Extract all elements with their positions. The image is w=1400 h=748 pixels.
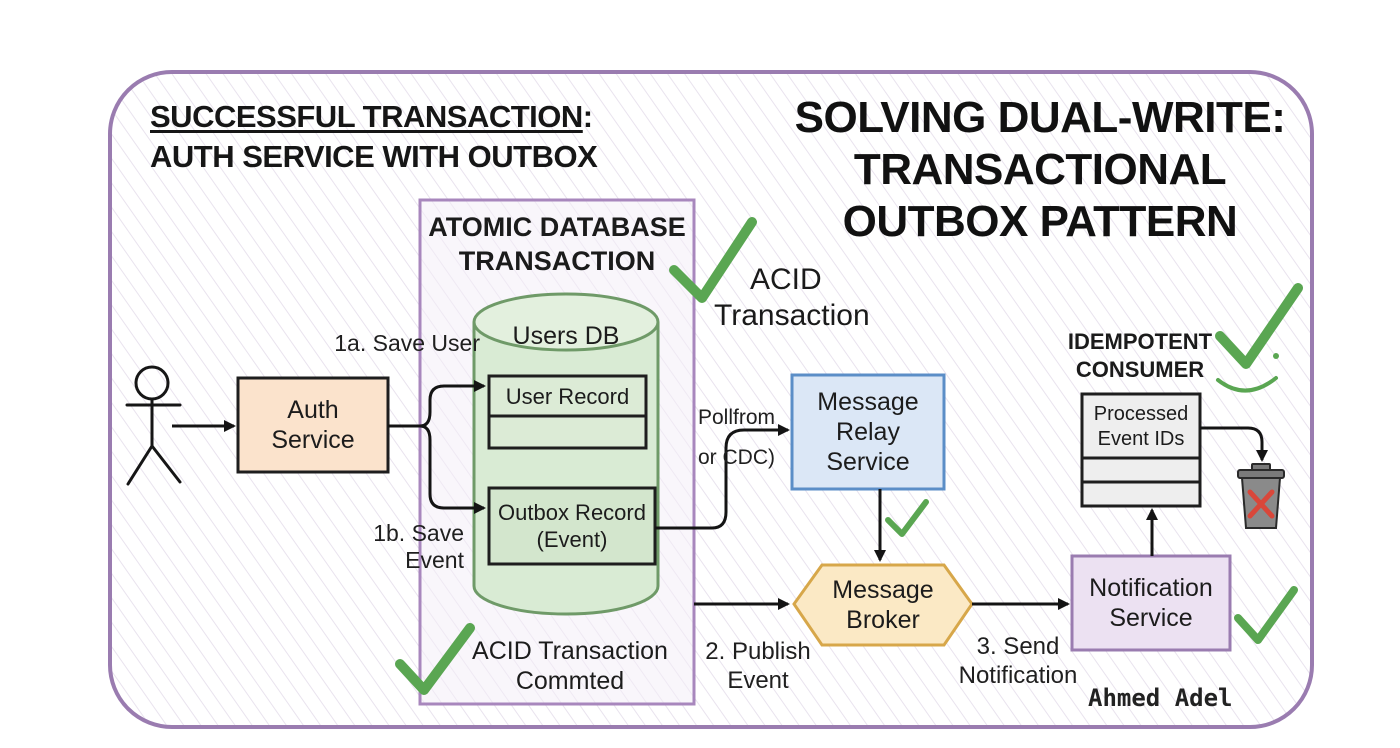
- atomic-transaction-label: ATOMIC DATABASE TRANSACTION: [420, 210, 694, 278]
- outer-frame: [108, 70, 1314, 729]
- check-icon: [395, 623, 475, 695]
- user-record-label: User Record: [505, 384, 630, 409]
- step-3-label: 3. Send Notification: [950, 632, 1086, 690]
- left-title-underlined: SUCCESSFUL TRANSACTION: [150, 99, 583, 134]
- step-1b-line1: 1b. Save: [373, 520, 464, 546]
- left-title-colon: :: [582, 99, 593, 134]
- right-title-line3: OUTBOX PATTERN: [842, 197, 1238, 246]
- left-title: SUCCESSFUL TRANSACTION: AUTH SERVICE WIT…: [150, 97, 630, 177]
- user-stick-figure-icon: [125, 365, 182, 486]
- check-icon: [1215, 283, 1303, 369]
- arrow-processed-to-trash: [1200, 426, 1268, 462]
- broker-line1: Message: [832, 576, 934, 604]
- committed-note: ACID Transaction Commted: [450, 636, 690, 696]
- processed-event-ids-table: [1080, 392, 1202, 508]
- acid-note-line1: ACID: [750, 263, 822, 296]
- acid-note-line2: Transaction: [714, 299, 870, 332]
- auth-service-line1: Auth: [287, 396, 339, 424]
- right-title: SOLVING DUAL-WRITE: TRANSACTIONAL OUTBOX…: [780, 92, 1300, 248]
- acid-note: ACID Transaction: [714, 262, 894, 334]
- idempotent-line2: CONSUMER: [1075, 357, 1205, 382]
- step-3-line2: Notification: [958, 662, 1078, 689]
- outbox-record-line1: Outbox Record: [498, 500, 646, 525]
- poll-label: Pollfrom or CDC): [698, 398, 798, 478]
- outbox-record-line2: (Event): [536, 527, 608, 552]
- notification-line1: Notification: [1089, 574, 1213, 602]
- arrow-auth-to-outbox: [419, 424, 486, 514]
- relay-service: Message Relay Service: [792, 378, 944, 486]
- notification-line2: Service: [1109, 604, 1193, 632]
- author-signature: Ahmed Adel: [1088, 684, 1233, 712]
- message-broker-hexagon: [792, 563, 974, 647]
- users-db-label: Users DB: [512, 322, 620, 350]
- committed-line1: ACID Transaction: [472, 637, 668, 665]
- right-title-line2: TRANSACTIONAL: [853, 145, 1227, 194]
- step-1b-line2: Event: [405, 547, 464, 573]
- check-icon: [885, 499, 929, 537]
- auth-service-line2: Service: [271, 426, 355, 454]
- step-1b-label: 1b. Save Event: [360, 520, 464, 574]
- left-title-line2: AUTH SERVICE WITH OUTBOX: [150, 139, 598, 174]
- step-2-label: 2. Publish Event: [698, 637, 818, 695]
- committed-line2: Commted: [515, 667, 625, 695]
- notification-service: Notification Service: [1072, 556, 1230, 650]
- right-title-line1: SOLVING DUAL-WRITE:: [794, 93, 1286, 142]
- atomic-line2: TRANSACTION: [458, 246, 656, 276]
- check-icon: [1234, 586, 1298, 644]
- processed-line1: Processed: [1093, 403, 1189, 425]
- step-1a-label: 1a. Save User: [334, 330, 480, 356]
- poll-line1: Pollfrom: [698, 406, 776, 429]
- user-record-table: [487, 374, 648, 450]
- relay-line2: Relay: [836, 418, 900, 446]
- check-icon: [669, 217, 757, 303]
- step-2-line1: 2. Publish: [705, 638, 811, 665]
- message-broker: Message Broker: [810, 568, 956, 642]
- processed-event-ids: Processed Event IDs: [1082, 398, 1200, 456]
- relay-service-box: [790, 373, 946, 491]
- arrow-outbox-to-relay: [655, 424, 790, 530]
- step-2-line2: Event: [727, 667, 789, 694]
- atomic-line1: ATOMIC DATABASE: [428, 212, 686, 242]
- processed-line2: Event IDs: [1097, 428, 1185, 450]
- smile-icon: [1273, 353, 1279, 359]
- trash-bin-icon: [1237, 463, 1285, 529]
- idempotent-line1: IDEMPOTENT: [1067, 329, 1213, 354]
- auth-service: Auth Service: [238, 378, 388, 472]
- broker-line2: Broker: [846, 606, 920, 634]
- idempotent-consumer-label: IDEMPOTENT CONSUMER: [1058, 328, 1222, 384]
- relay-line3: Service: [826, 448, 910, 476]
- poll-line2: or CDC): [698, 446, 775, 469]
- smile-icon: [1216, 376, 1278, 393]
- step-3-line1: 3. Send: [976, 633, 1060, 660]
- outbox-record-box: [487, 486, 657, 566]
- relay-line1: Message: [817, 388, 919, 416]
- outbox-record-label: Outbox Record (Event): [489, 490, 655, 562]
